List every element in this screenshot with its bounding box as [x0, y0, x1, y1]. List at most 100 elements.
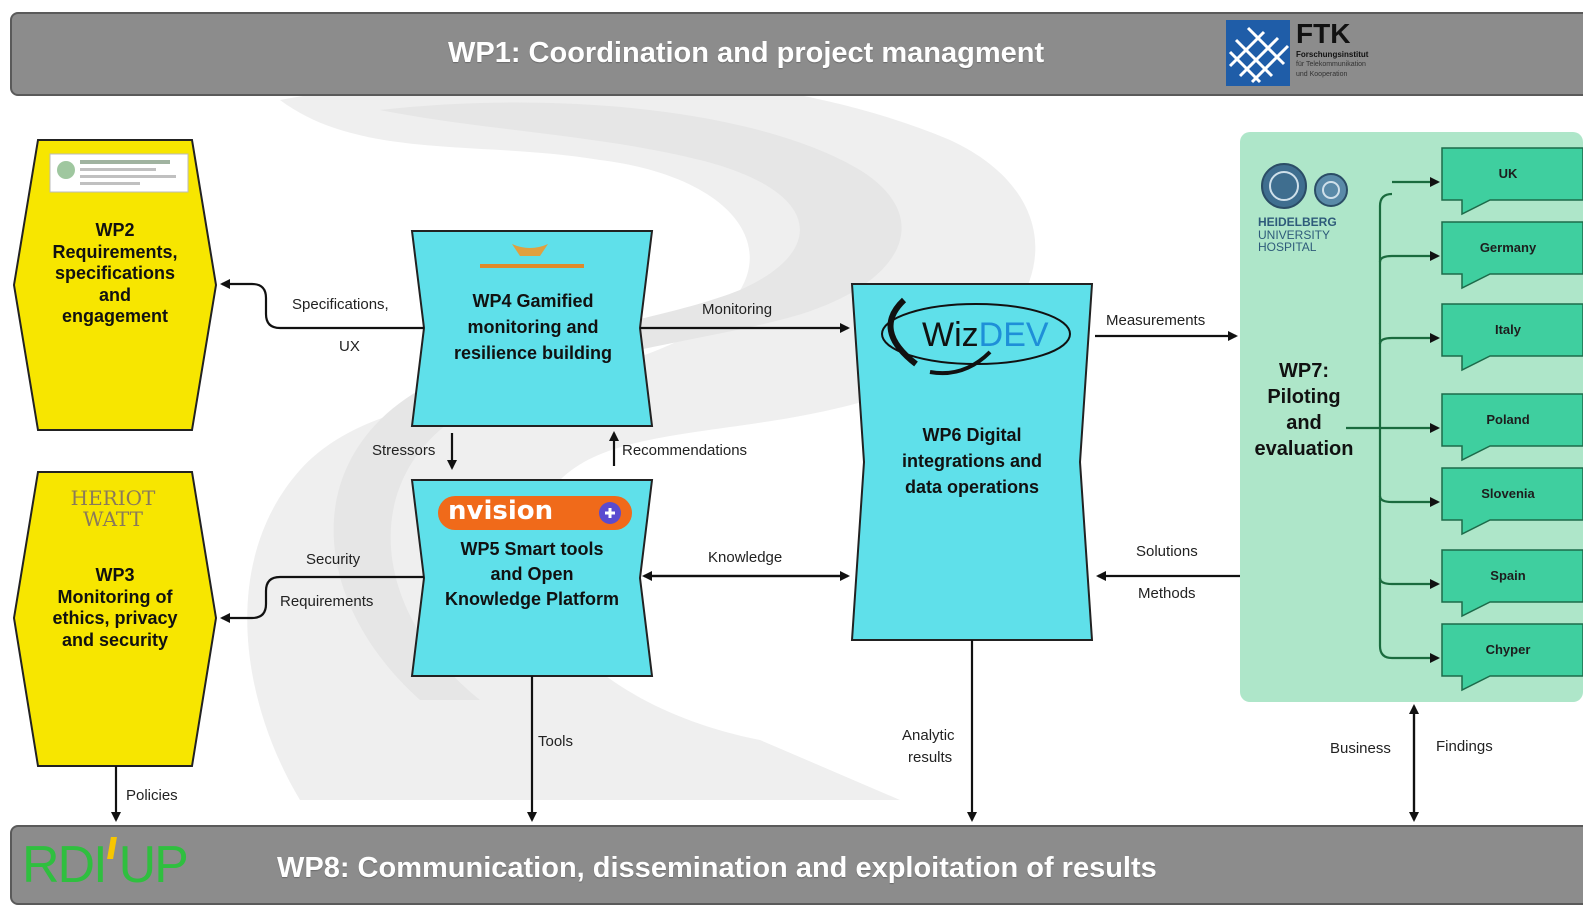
label-findings: Findings [1436, 738, 1493, 755]
wp4-line-2: monitoring and [467, 317, 599, 338]
country-flag-germany [1441, 221, 1583, 290]
wp2-line-1: WP2 [95, 220, 135, 240]
country-flag-poland [1441, 393, 1583, 462]
wp6-shape [850, 283, 1094, 641]
wp7-branch-germany [1378, 251, 1440, 263]
wp7-line-3: and [1286, 412, 1322, 434]
country-flag-uk [1441, 147, 1583, 216]
wp7-tree-spine [1378, 192, 1393, 660]
wp2-line-5: engagement [61, 306, 169, 327]
label-measurements: Measurements [1106, 312, 1206, 329]
wp3-line-4: and security [61, 629, 169, 650]
wp3-shape [12, 471, 218, 767]
wp7-branch-slovenia [1378, 495, 1440, 507]
wp6-line-3: data operations [904, 477, 1040, 498]
heriot-watt-line1: HERIOT [70, 486, 156, 510]
wp4-partner-logo [480, 244, 584, 268]
wp7-line-1: WP7: [1279, 360, 1329, 382]
ftk-logo-mark [1226, 20, 1290, 86]
rdiup-logo-part2: UP [118, 836, 189, 894]
country-chyper: Chyper [1485, 642, 1531, 657]
ftk-logo: FTK Forschungsinstitut für Telekommunika… [1226, 18, 1426, 88]
label-results: results [908, 749, 953, 766]
heidelberg-line1: HEIDELBERG [1258, 215, 1337, 229]
country-slovenia: Slovenia [1481, 486, 1535, 501]
ftk-logo-line3: und Kooperation [1296, 71, 1348, 78]
wizdev-logo-part1: Wiz [922, 316, 979, 354]
country-flag-slovenia [1441, 467, 1583, 536]
wp3-line-2: Monitoring of [57, 586, 173, 607]
wp7-branch-italy [1378, 333, 1440, 345]
country-uk: UK [1498, 166, 1518, 181]
label-analytic: Analytic [902, 727, 955, 744]
ftk-logo-name: FTK [1296, 18, 1351, 49]
wizdev-logo-part2: Dev [978, 316, 1049, 354]
wp7-line-4: evaluation [1254, 438, 1354, 460]
heriot-watt-logo: HERIOT WATT [48, 488, 178, 530]
label-solutions: Solutions [1136, 543, 1198, 560]
wp8-title: WP8: Communication, dissemination and ex… [277, 852, 1157, 884]
ftk-logo-line1: Forschungsinstitut [1296, 50, 1369, 59]
wp8-bar: WP8: Communication, dissemination and ex… [10, 825, 1583, 905]
country-germany: Germany [1479, 240, 1537, 255]
wp2-shape [12, 139, 218, 431]
wp5-line-1: WP5 Smart tools [460, 539, 604, 559]
country-spain: Spain [1490, 568, 1526, 583]
label-security: Security [306, 551, 361, 568]
country-flag-chyper [1441, 623, 1583, 692]
label-monitoring: Monitoring [702, 301, 773, 318]
country-flag-spain [1441, 549, 1583, 618]
wp4-line-1: WP4 Gamified [472, 291, 594, 311]
wp2-line-4: and [98, 284, 131, 305]
nvision-logo-text: nvision [448, 496, 554, 526]
country-flag-italy [1441, 303, 1583, 372]
label-tools: Tools [538, 733, 574, 750]
wp7-line-2: Piloting [1267, 386, 1341, 408]
heidelberg-line2: UNIVERSITY [1258, 227, 1331, 242]
wp4-line-3: resilience building [453, 343, 613, 364]
wp3-line-1: WP3 [95, 565, 135, 585]
wp6-label: WP6 Digital integrations and data operat… [866, 422, 1078, 500]
label-ux: UX [339, 338, 360, 355]
wp2-label: WP2 Requirements, specifications and eng… [30, 220, 200, 328]
label-stressors: Stressors [372, 442, 436, 459]
label-knowledge: Knowledge [708, 549, 783, 566]
label-policies: Policies [126, 787, 178, 804]
wp6-line-1: WP6 Digital [922, 425, 1022, 445]
label-business: Business [1330, 740, 1391, 757]
wp2-line-3: specifications [54, 263, 176, 284]
nvision-logo [438, 496, 632, 530]
rdiup-logo-apostrophe-icon [106, 837, 117, 859]
wp2-partner-logo [49, 153, 189, 193]
rdiup-logo-part1: RDI [22, 836, 108, 894]
wp5-line-3: Knowledge Platform [444, 589, 619, 610]
label-specifications: Specifications, [292, 296, 389, 313]
wp3-line-3: ethics, privacy [52, 608, 178, 629]
label-methods: Methods [1138, 585, 1196, 602]
wp5-line-2: and Open [490, 564, 574, 585]
wizdev-logo-text: WizDev [922, 316, 1049, 355]
country-italy: Italy [1494, 322, 1521, 337]
wp3-label: WP3 Monitoring of ethics, privacy and se… [30, 565, 200, 651]
heriot-watt-line2: WATT [83, 507, 143, 531]
country-poland: Poland [1486, 412, 1530, 427]
ftk-logo-line2: für Telekommunikation [1296, 61, 1366, 68]
heidelberg-seal-icon [1261, 163, 1348, 209]
arrow-specifications [220, 279, 424, 330]
label-recommendations: Recommendations [622, 442, 748, 459]
wp1-bar: WP1: Coordination and project managment [10, 12, 1583, 96]
label-requirements: Requirements [280, 593, 374, 610]
arrow-security [220, 575, 424, 623]
heidelberg-line3: HOSPITAL [1258, 240, 1317, 255]
heidelberg-logo: HEIDELBERG UNIVERSITY HOSPITAL [1258, 216, 1337, 254]
wizdev-logo-swoosh-icon [881, 297, 1071, 376]
wp6-line-2: integrations and [901, 451, 1042, 472]
wp5-label: WP5 Smart tools and Open Knowledge Platf… [418, 537, 646, 613]
wp2-line-2: Requirements, [52, 241, 178, 262]
wp1-title: WP1: Coordination and project managment [448, 37, 1045, 69]
wp7-branch-spain [1378, 577, 1440, 589]
wp4-label: WP4 Gamified monitoring and resilience b… [420, 288, 646, 366]
wp7-label: WP7: Piloting and evaluation [1244, 358, 1364, 462]
